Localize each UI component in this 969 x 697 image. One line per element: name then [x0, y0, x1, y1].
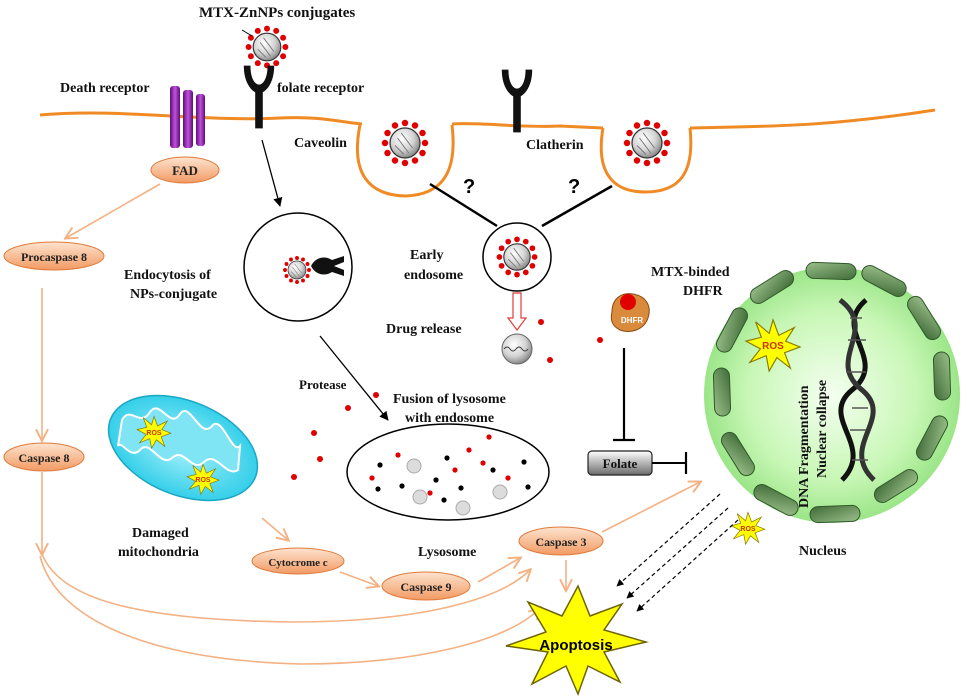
- damaged-label-1: Damaged: [132, 526, 189, 541]
- caveolin-pit: [355, 124, 455, 198]
- outside-ros-label: ROS: [740, 526, 756, 533]
- nucleus: [704, 267, 960, 523]
- cell-membrane: [39, 108, 936, 130]
- dashed-arrow-3: [636, 519, 739, 612]
- caspase8-pill: [3, 442, 85, 472]
- protease-label: Protease: [299, 377, 347, 392]
- folate-receptor-label: folate receptor: [277, 81, 364, 96]
- mito-ros-label-2: ROS: [195, 477, 211, 484]
- receptor-to-vesicle-arrow: [261, 139, 283, 207]
- nucleus-ros-label: ROS: [762, 341, 784, 352]
- early-endosome-label-1: Early: [410, 248, 443, 263]
- lysosome-label: Lysosome: [418, 545, 476, 560]
- nuclear-collapse-label: Nuclear collapse: [815, 380, 830, 478]
- mtx-conjugates-label: MTX-ZnNPs conjugates: [199, 5, 355, 21]
- caspase3-pill: [518, 526, 604, 556]
- drug-molecules: [291, 319, 603, 480]
- vesicle-receptor-icon: [311, 256, 344, 276]
- clatherin-pit: [599, 127, 693, 194]
- clatherin-nanoparticle: [623, 119, 671, 167]
- receptor-icon: [501, 69, 533, 133]
- caspase9-pill: [381, 571, 471, 601]
- drug-release-strand: [503, 346, 529, 352]
- conjugate-pointer: [241, 29, 253, 37]
- mito-ros-label-1: ROS: [146, 430, 162, 437]
- procaspase8-pill: [3, 241, 105, 271]
- dashed-arrow-1: [616, 493, 721, 587]
- endocytosis-label-1: Endocytosis of: [124, 268, 211, 283]
- nucleus-label: Nucleus: [799, 544, 847, 559]
- mtx-dhfr-label-1: MTX-binded: [651, 265, 730, 280]
- mtx-dhfr-label-2: DHFR: [683, 284, 724, 299]
- caspase3-label: Caspase 3: [535, 535, 586, 549]
- lysosome-contents: [369, 434, 531, 516]
- apoptosis-label: Apoptosis: [539, 637, 612, 654]
- clatherin-question-mark: ?: [568, 176, 580, 198]
- dashed-arrow-2: [626, 507, 729, 599]
- fad-label: FAD: [172, 163, 198, 178]
- clatherin-path-line: [541, 184, 613, 228]
- fusion-label-2: with endosome: [405, 411, 494, 426]
- mtx-conjugate-nanoparticle: [245, 25, 289, 69]
- dna-helix-icon: [838, 298, 876, 482]
- caspase9-label: Caspase 9: [400, 580, 451, 594]
- death-receptor-label: Death receptor: [60, 81, 150, 96]
- fusion-label-1: Fusion of lysosome: [393, 392, 506, 407]
- endocytosis-label-2: NPs-conjugate: [130, 287, 217, 302]
- early-endosome-label-2: endosome: [404, 268, 463, 283]
- damaged-label-2: mitochondria: [118, 545, 199, 560]
- caveolin-label: Caveolin: [294, 136, 347, 151]
- procaspase8-label: Procaspase 8: [21, 250, 87, 264]
- cytocrome-label: Cytocrome c: [268, 557, 327, 569]
- mtx-bound-dot: [620, 294, 636, 310]
- caveolin-question-mark: ?: [463, 176, 475, 198]
- drug-release-arrow: [506, 292, 528, 331]
- dna-base-pairs: [846, 317, 868, 461]
- dna-fragmentation-label: DNA Fragmentation: [797, 385, 812, 508]
- caspase8-label: Caspase 8: [18, 451, 69, 465]
- death-receptor-icon: [170, 86, 205, 148]
- cytocrome-pill: [251, 547, 345, 575]
- caveolin-path-line: [429, 182, 498, 228]
- nuclear-envelope: [712, 261, 952, 524]
- apoptosis-burst: [505, 584, 649, 697]
- vesicle-to-lysosome-arrow: [319, 335, 389, 421]
- caspase8-to-apoptosis-arrow: [39, 555, 540, 665]
- apoptosis-pathway-arrows: [42, 183, 700, 623]
- dhfr-label: DHFR: [621, 316, 643, 325]
- fad-pill: [150, 156, 220, 184]
- folate-label: Folate: [603, 456, 638, 471]
- drug-release-nanoparticle: [501, 333, 533, 365]
- drug-release-label: Drug release: [386, 322, 462, 337]
- caveolin-nanoparticle: [381, 119, 429, 167]
- lysosome: [346, 423, 550, 521]
- clatherin-label: Clatherin: [526, 138, 584, 153]
